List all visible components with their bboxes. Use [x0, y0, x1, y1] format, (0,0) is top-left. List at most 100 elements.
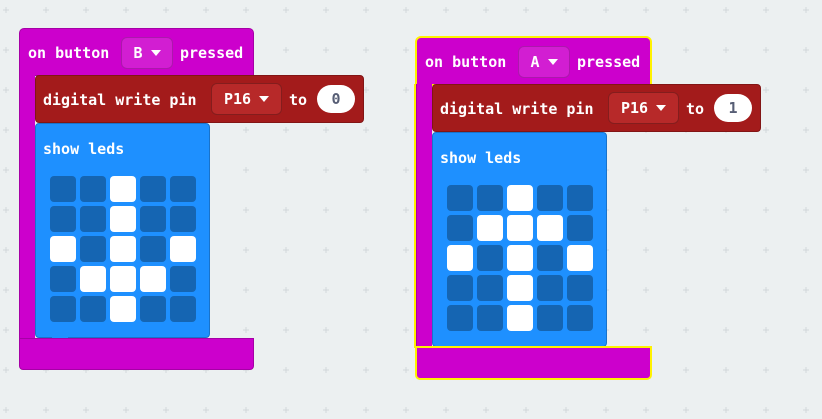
led-r2-c1[interactable] [80, 236, 106, 262]
led-r3-c2[interactable] [110, 266, 136, 292]
led-r4-c3[interactable] [140, 296, 166, 322]
led-r0-c0[interactable] [50, 176, 76, 202]
led-r0-c3[interactable] [537, 185, 563, 211]
led-r3-c3[interactable] [140, 266, 166, 292]
led-r4-c0[interactable] [50, 296, 76, 322]
led-r2-c2[interactable] [507, 245, 533, 271]
grid-mark [483, 407, 489, 413]
grid-mark [763, 367, 769, 373]
led-r0-c2[interactable] [507, 185, 533, 211]
led-r1-c0[interactable] [50, 206, 76, 232]
event-stack-button-a[interactable]: on button A pressed digital write pin P1… [415, 36, 761, 380]
led-r3-c1[interactable] [80, 266, 106, 292]
pin-dropdown-value: P16 [223, 90, 252, 108]
led-r0-c3[interactable] [140, 176, 166, 202]
led-r3-c3[interactable] [537, 275, 563, 301]
led-r1-c4[interactable] [567, 215, 593, 241]
grid-mark [363, 47, 369, 53]
button-dropdown[interactable]: B [121, 37, 173, 69]
grid-mark [283, 127, 289, 133]
led-r1-c2[interactable] [110, 206, 136, 232]
led-r4-c4[interactable] [567, 305, 593, 331]
pin-dropdown[interactable]: P16 [608, 92, 679, 124]
led-r0-c4[interactable] [170, 176, 196, 202]
grid-mark [723, 7, 729, 13]
grid-mark [403, 87, 409, 93]
led-r2-c4[interactable] [567, 245, 593, 271]
show-leds-block[interactable]: show leds [432, 132, 607, 354]
grid-mark [443, 407, 449, 413]
caret-down-icon [150, 50, 161, 56]
led-r1-c1[interactable] [80, 206, 106, 232]
on-button-pressed-block[interactable]: on button B pressed [19, 28, 254, 76]
grid-mark [643, 327, 649, 333]
led-r1-c0[interactable] [447, 215, 473, 241]
led-r2-c0[interactable] [50, 236, 76, 262]
grid-mark [403, 327, 409, 333]
led-r4-c3[interactable] [537, 305, 563, 331]
led-r2-c1[interactable] [477, 245, 503, 271]
event-block-body [416, 84, 432, 348]
event-block-bottom [19, 338, 254, 370]
led-r1-c3[interactable] [537, 215, 563, 241]
grid-mark [683, 207, 689, 213]
led-r4-c2[interactable] [507, 305, 533, 331]
grid-mark [323, 247, 329, 253]
event-stack-button-b[interactable]: on button B pressed digital write pin P1… [19, 28, 364, 370]
led-r0-c4[interactable] [567, 185, 593, 211]
grid-mark [403, 287, 409, 293]
show-leds-block[interactable]: show leds [35, 123, 210, 345]
led-r2-c3[interactable] [140, 236, 166, 262]
led-r3-c2[interactable] [507, 275, 533, 301]
led-r4-c2[interactable] [110, 296, 136, 322]
led-r0-c0[interactable] [447, 185, 473, 211]
show-leds-label: show leds [43, 140, 125, 158]
grid-mark [203, 7, 209, 13]
led-r1-c2[interactable] [507, 215, 533, 241]
led-r4-c4[interactable] [170, 296, 196, 322]
led-r2-c4[interactable] [170, 236, 196, 262]
grid-mark [3, 367, 9, 373]
grid-mark [403, 407, 409, 413]
led-r3-c1[interactable] [477, 275, 503, 301]
value-input[interactable]: 0 [317, 85, 355, 113]
grid-mark [803, 407, 809, 413]
on-button-pressed-block[interactable]: on button A pressed [415, 36, 652, 86]
led-r4-c0[interactable] [447, 305, 473, 331]
grid-mark [403, 127, 409, 133]
led-r1-c1[interactable] [477, 215, 503, 241]
led-r0-c1[interactable] [477, 185, 503, 211]
button-dropdown[interactable]: A [518, 46, 570, 78]
grid-mark [163, 407, 169, 413]
led-r4-c1[interactable] [80, 296, 106, 322]
led-r3-c0[interactable] [447, 275, 473, 301]
led-r3-c0[interactable] [50, 266, 76, 292]
grid-mark [363, 167, 369, 173]
digital-write-pin-block[interactable]: digital write pin P16 to 1 [432, 84, 761, 132]
led-r3-c4[interactable] [567, 275, 593, 301]
grid-mark [763, 247, 769, 253]
led-r0-c1[interactable] [80, 176, 106, 202]
led-r3-c4[interactable] [170, 266, 196, 292]
led-grid[interactable] [50, 176, 200, 322]
grid-mark [683, 167, 689, 173]
pin-dropdown[interactable]: P16 [211, 83, 282, 115]
led-grid[interactable] [447, 185, 597, 331]
grid-mark [283, 367, 289, 373]
grid-mark [363, 7, 369, 13]
grid-mark [123, 407, 129, 413]
led-r4-c1[interactable] [477, 305, 503, 331]
digital-write-pin-block[interactable]: digital write pin P16 to 0 [35, 75, 364, 123]
grid-mark [763, 127, 769, 133]
led-r2-c3[interactable] [537, 245, 563, 271]
grid-mark [403, 167, 409, 173]
grid-mark [803, 287, 809, 293]
led-r2-c0[interactable] [447, 245, 473, 271]
led-r1-c4[interactable] [170, 206, 196, 232]
value-input[interactable]: 1 [714, 94, 752, 122]
led-r0-c2[interactable] [110, 176, 136, 202]
led-r1-c3[interactable] [140, 206, 166, 232]
led-r2-c2[interactable] [110, 236, 136, 262]
grid-mark [363, 247, 369, 253]
grid-mark [163, 7, 169, 13]
